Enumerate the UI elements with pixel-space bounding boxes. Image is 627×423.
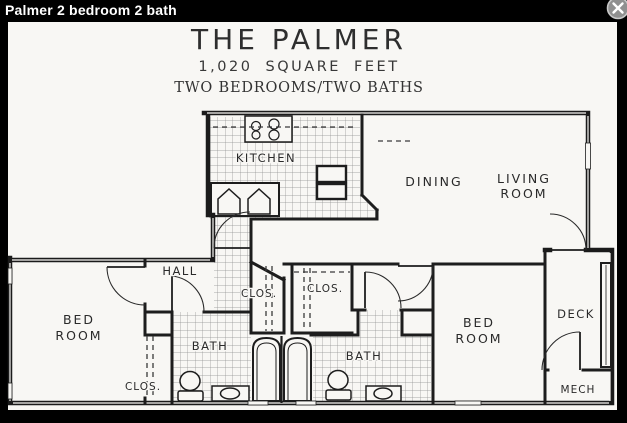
label-bedroom1-2: ROOM <box>55 328 102 343</box>
kitchen-fixtures <box>210 115 348 217</box>
windows <box>7 142 612 406</box>
label-bedroom2-2: ROOM <box>455 331 502 346</box>
close-button[interactable] <box>605 0 627 22</box>
label-kitchen: KITCHEN <box>236 151 296 165</box>
window <box>247 400 269 406</box>
window-title: Palmer 2 bedroom 2 bath <box>5 2 177 18</box>
window <box>7 382 13 400</box>
doors <box>106 211 587 371</box>
bath2-alcove-floor <box>360 310 400 335</box>
bathtub-icon <box>283 336 312 402</box>
window <box>585 142 591 170</box>
sink-icon <box>211 385 250 402</box>
kitchen-sink-icon <box>210 182 280 217</box>
label-closet1: CLOS. <box>125 381 161 393</box>
label-bedroom1-1: BED <box>63 312 95 327</box>
window <box>295 400 317 406</box>
label-deck: DECK <box>557 307 595 321</box>
plan-config: TWO BEDROOMS/TWO BATHS <box>174 80 424 96</box>
label-bedroom2-1: BED <box>463 315 495 330</box>
label-hall: HALL <box>162 264 197 278</box>
toilet-icon <box>177 370 204 402</box>
corridor-floor <box>214 219 250 312</box>
window <box>7 267 13 285</box>
door-bath2 <box>364 271 402 309</box>
close-icon <box>606 0 627 20</box>
door-corridor <box>213 211 251 249</box>
interior-walls <box>143 113 614 405</box>
plan-title: THE PALMER <box>190 23 407 56</box>
closet-dashed-lines <box>146 126 414 398</box>
label-living-1: LIVING <box>497 171 551 186</box>
bath-fixtures <box>177 336 402 402</box>
window <box>454 400 482 406</box>
plan-headings: THE PALMER 1,020 SQUARE FEET TWO BEDROOM… <box>174 23 424 96</box>
plan-area: 1,020 SQUARE FEET <box>198 59 399 75</box>
sink-icon <box>365 385 402 402</box>
label-bath2: BATH <box>346 349 383 363</box>
deck-railing <box>600 262 612 368</box>
refrigerator-icon <box>315 164 348 201</box>
room-labels: KITCHEN DINING LIVING ROOM HALL BED ROOM… <box>54 150 596 398</box>
label-living-2: ROOM <box>500 186 547 201</box>
label-bath1: BATH <box>192 339 229 353</box>
label-mech: MECH <box>561 384 596 396</box>
label-dining: DINING <box>405 174 462 189</box>
door-bedroom1 <box>106 266 146 306</box>
bathtub-icon <box>252 336 281 402</box>
label-closet2: CLOS. <box>241 288 277 300</box>
label-closet3: CLOS. <box>307 283 343 295</box>
door-bedroom2 <box>397 265 434 302</box>
door-bath1 <box>171 275 205 313</box>
title-bar: Palmer 2 bedroom 2 bath <box>0 0 627 22</box>
door-deck <box>549 213 587 251</box>
toilet-icon <box>325 369 352 401</box>
door-mech <box>541 331 581 371</box>
